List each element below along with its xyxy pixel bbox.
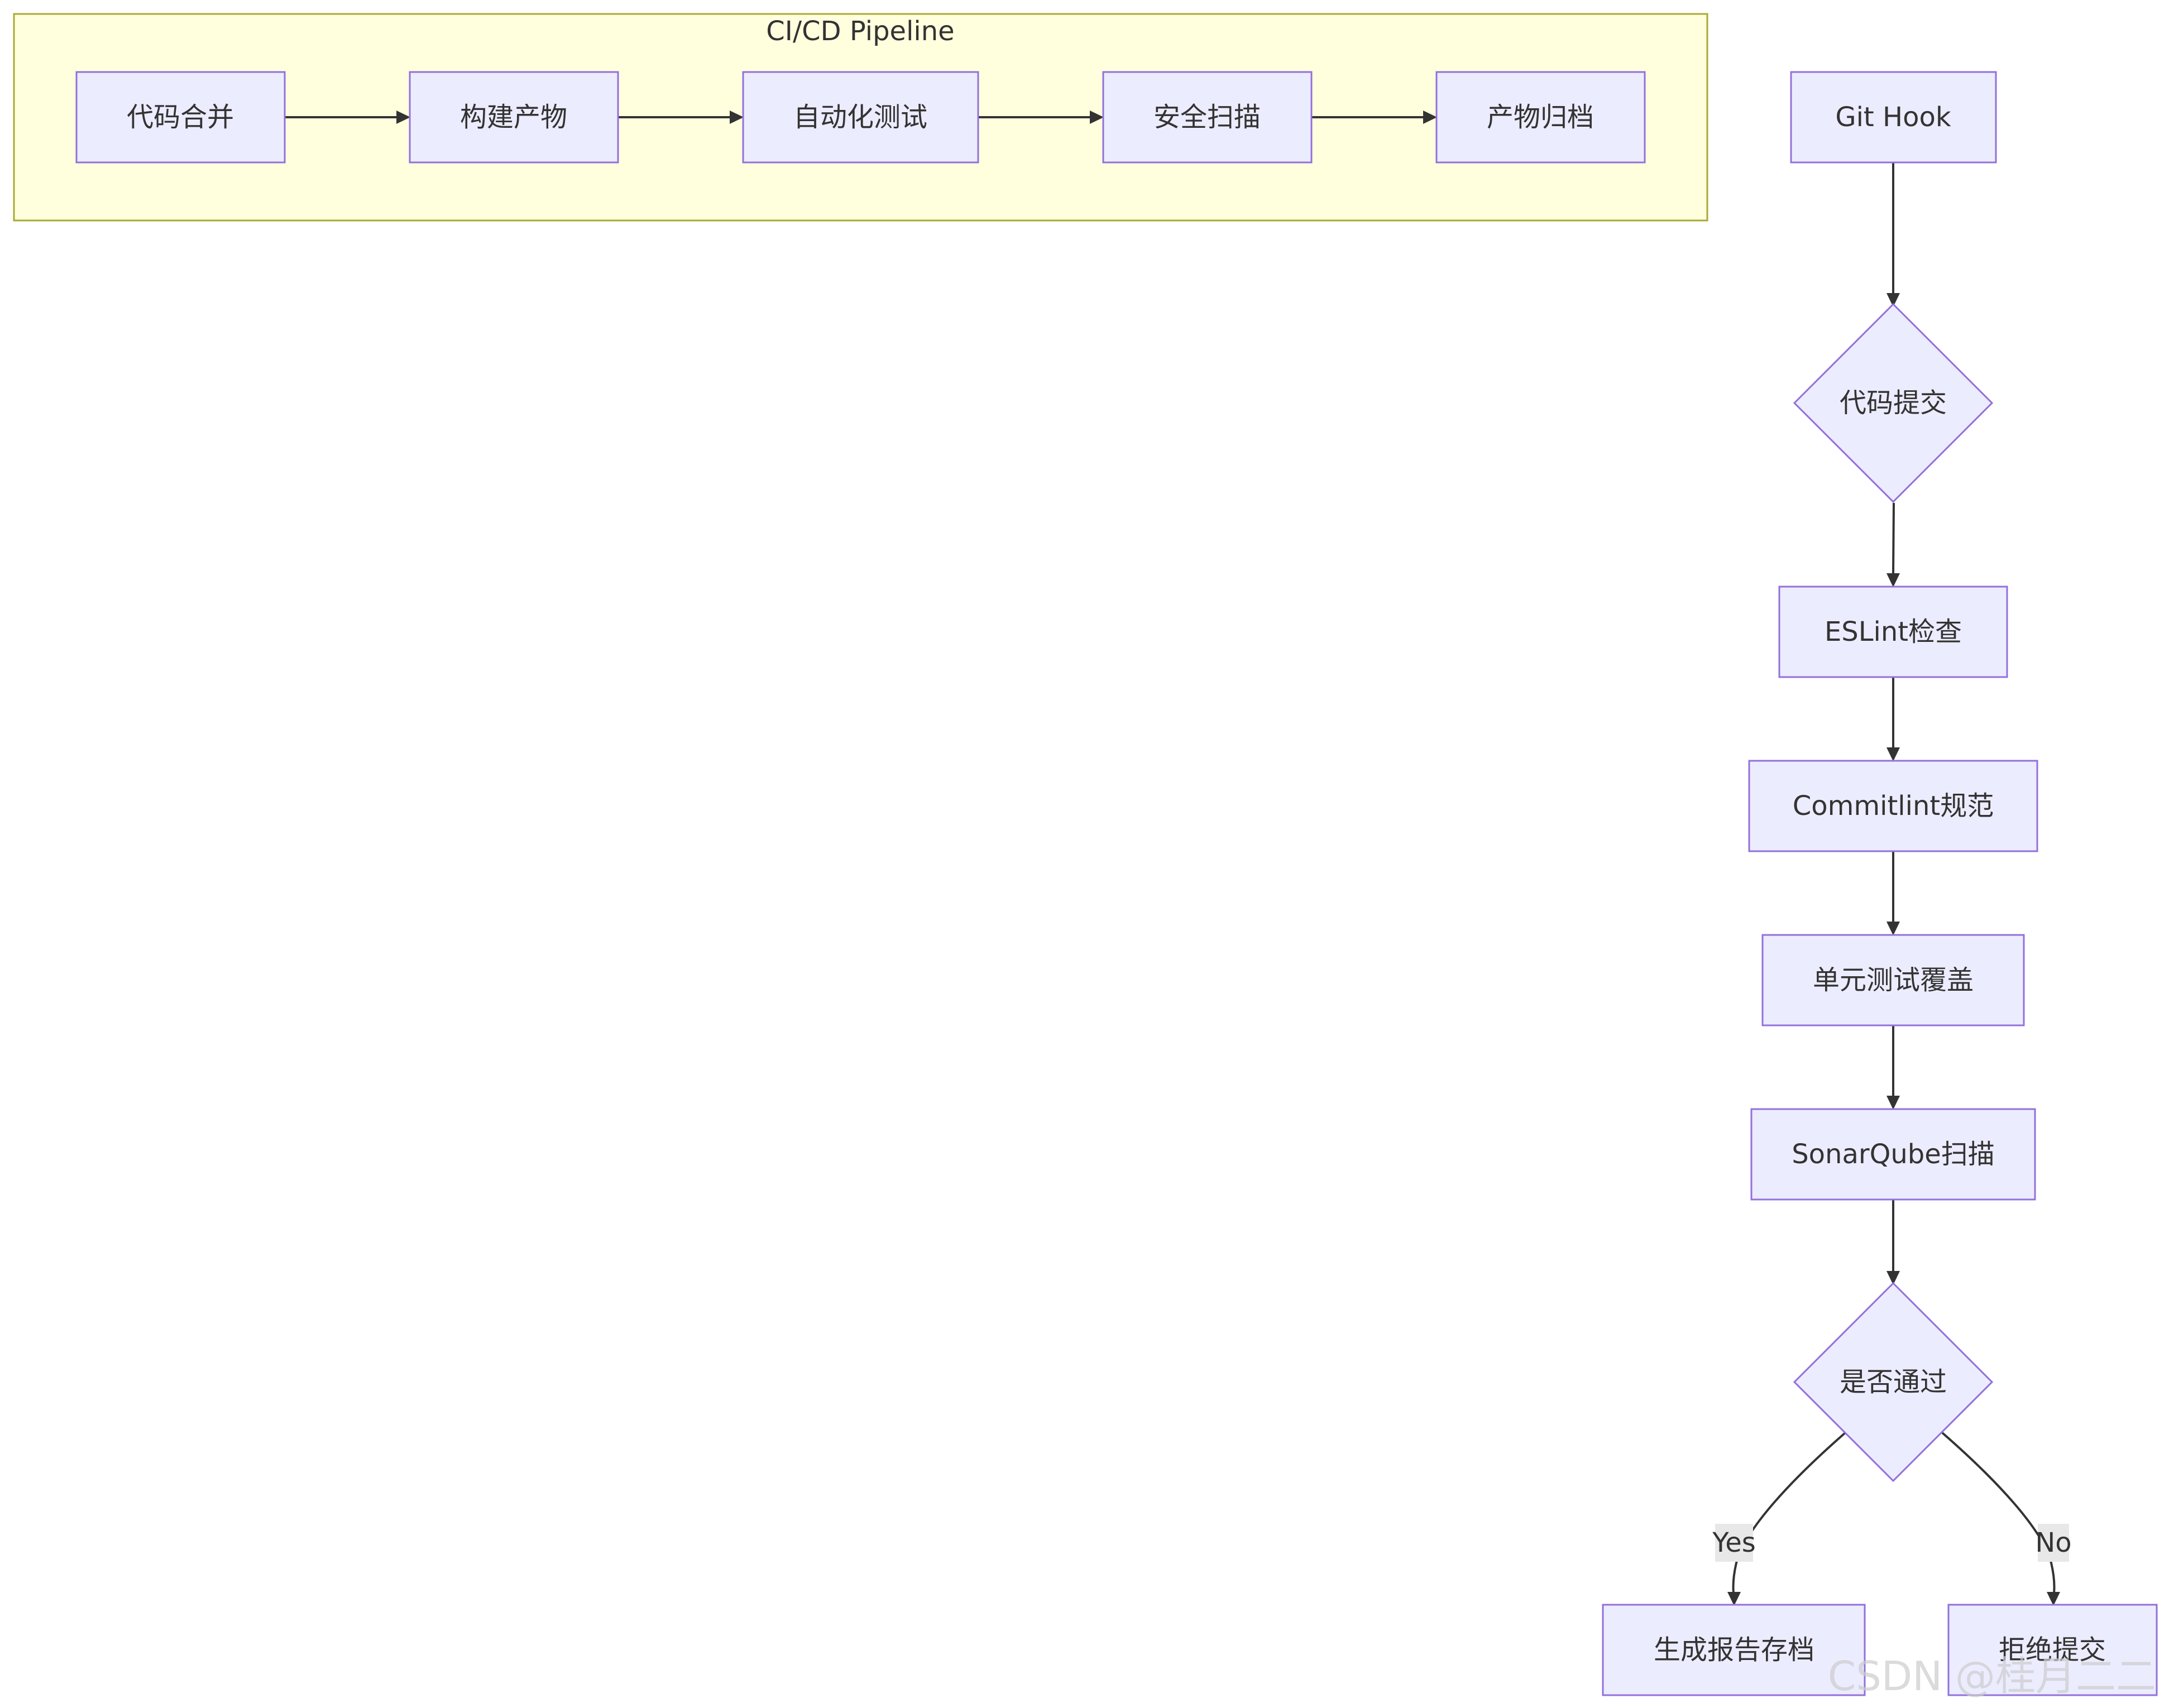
node-box: [1435, 71, 1646, 164]
node-box: [1790, 71, 1997, 164]
node-box: [1778, 586, 2008, 678]
arrowhead: [1886, 922, 1900, 935]
decision-diamond: [1793, 1282, 1994, 1482]
node-label: 代码提交: [1840, 387, 1947, 419]
flow-node-sonarqube[interactable]: SonarQube扫描: [1750, 1108, 2036, 1201]
node-box: [75, 71, 286, 164]
edge-label-yes: Yes: [1712, 1524, 1756, 1562]
flow-node-commitlint[interactable]: Commitlint规范: [1748, 760, 2038, 852]
arrowhead: [396, 111, 410, 124]
flow-node-commit[interactable]: 代码提交: [1793, 303, 1994, 503]
arrowhead: [1886, 573, 1900, 587]
watermark: CSDN @桂月二二: [1828, 1653, 2156, 1700]
edge-passcheck-to-report: [1732, 1432, 1846, 1598]
node-label: 安全扫描: [1153, 102, 1261, 133]
node-box: [1748, 760, 2038, 852]
flow-node-unit-test[interactable]: 单元测试覆盖: [1761, 934, 2025, 1026]
node-box: [1602, 1604, 1866, 1696]
edge-commit-to-eslint: [1892, 502, 1895, 574]
node-label: ESLint检查: [1825, 616, 1962, 647]
decision-diamond: [1793, 303, 1994, 503]
arrowhead: [1727, 1592, 1741, 1606]
node-label: 构建产物: [460, 102, 567, 133]
flow-node-reject[interactable]: 拒绝提交: [1947, 1604, 2158, 1696]
node-box: [1102, 71, 1313, 164]
flow-node-pass-check[interactable]: 是否通过: [1793, 1282, 1994, 1482]
flow-node-git-hook[interactable]: Git Hook: [1790, 71, 1997, 164]
arrowhead: [1886, 1271, 1900, 1285]
arrowhead: [730, 111, 744, 124]
pipeline-node-merge[interactable]: 代码合并: [75, 71, 286, 164]
node-label: 生成报告存档: [1654, 1634, 1814, 1666]
edge-label-background: [1715, 1524, 1753, 1562]
pipeline-node-build[interactable]: 构建产物: [409, 71, 619, 164]
cluster-title: CI/CD Pipeline: [766, 16, 954, 47]
edge-label-no: No: [2035, 1524, 2072, 1562]
node-label: 是否通过: [1840, 1366, 1947, 1398]
node-box: [409, 71, 619, 164]
pipeline-edges: [285, 111, 1437, 124]
arrowhead: [1886, 1096, 1900, 1110]
node-label: 单元测试覆盖: [1813, 965, 1974, 996]
arrowhead: [1423, 111, 1437, 124]
flow-node-report[interactable]: 生成报告存档: [1602, 1604, 1866, 1696]
edge-label-text: No: [2035, 1527, 2071, 1558]
pipeline-node-autotest[interactable]: 自动化测试: [742, 71, 979, 164]
node-label: 拒绝提交: [1999, 1634, 2106, 1666]
arrowhead: [1886, 293, 1900, 307]
node-box: [1761, 934, 2025, 1026]
node-box: [1750, 1108, 2036, 1201]
arrowhead: [1886, 747, 1900, 761]
node-label: 产物归档: [1487, 102, 1594, 133]
arrowhead: [2047, 1592, 2060, 1606]
node-box: [742, 71, 979, 164]
pipeline-node-archive[interactable]: 产物归档: [1435, 71, 1646, 164]
node-label: Commitlint规范: [1793, 790, 1994, 822]
node-box: [1947, 1604, 2158, 1696]
node-label: SonarQube扫描: [1792, 1139, 1995, 1170]
edge-label-background: [2038, 1524, 2069, 1562]
edge-passcheck-to-reject: [1941, 1432, 2056, 1598]
edge-label-text: Yes: [1712, 1527, 1755, 1558]
arrowhead: [1090, 111, 1104, 124]
node-label: 代码合并: [127, 102, 234, 133]
node-label: 自动化测试: [793, 102, 927, 133]
node-label: Git Hook: [1835, 102, 1951, 133]
pipeline-node-security[interactable]: 安全扫描: [1102, 71, 1313, 164]
flow-node-eslint[interactable]: ESLint检查: [1778, 586, 2008, 678]
